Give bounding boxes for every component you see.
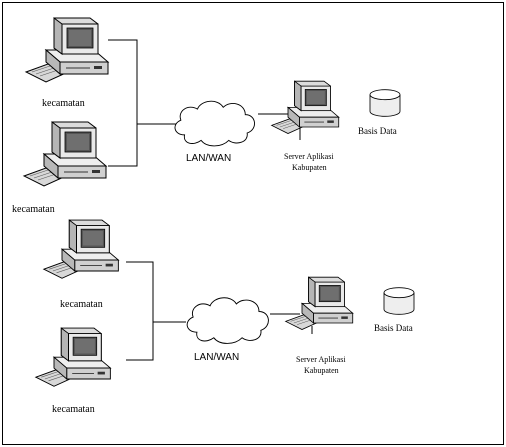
server-label-line2: Kabupaten: [292, 163, 327, 172]
client-label: kecamatan: [52, 404, 95, 415]
network-bottom: kecamatan kecamatan LAN/WAN Server Aplik…: [35, 219, 415, 415]
computer-icon: [43, 219, 119, 279]
database-bottom: Basis Data: [374, 287, 415, 333]
server-icon: [285, 276, 354, 330]
network-label: LAN/WAN: [186, 153, 231, 164]
server-computer-top: Server Aplikasi Kabupaten: [271, 80, 340, 172]
network-top: kecamatan kecamatan LAN/WAN Server Aplik…: [12, 17, 401, 215]
client-label: kecamatan: [12, 204, 55, 215]
network-cloud-top: LAN/WAN: [174, 100, 256, 164]
database-label: Basis Data: [358, 126, 397, 136]
cloud-icon: [174, 100, 256, 147]
client-label: kecamatan: [60, 299, 103, 310]
server-label-line1: Server Aplikasi: [296, 355, 346, 364]
client-computer-bottom-1: kecamatan: [43, 219, 119, 310]
server-label-line1: Server Aplikasi: [284, 152, 334, 161]
server-label-line2: Kabupaten: [304, 366, 339, 375]
client-computer-top-2: kecamatan: [12, 121, 107, 215]
network-label: LAN/WAN: [194, 352, 239, 363]
server-computer-bottom: Server Aplikasi Kabupaten: [285, 276, 354, 375]
computer-icon: [25, 17, 109, 83]
server-icon: [271, 80, 340, 134]
database-icon: [369, 89, 401, 117]
database-top: Basis Data: [358, 89, 401, 136]
computer-icon: [23, 121, 107, 187]
database-label: Basis Data: [374, 323, 413, 333]
connector-lines-bottom: [126, 261, 313, 361]
database-icon: [383, 287, 415, 315]
client-computer-bottom-2: kecamatan: [35, 327, 111, 415]
computer-icon: [35, 327, 111, 387]
client-computer-top-1: kecamatan: [25, 17, 109, 109]
cloud-icon: [186, 297, 269, 344]
client-label: kecamatan: [42, 98, 85, 109]
network-cloud-bottom: LAN/WAN: [186, 297, 269, 363]
